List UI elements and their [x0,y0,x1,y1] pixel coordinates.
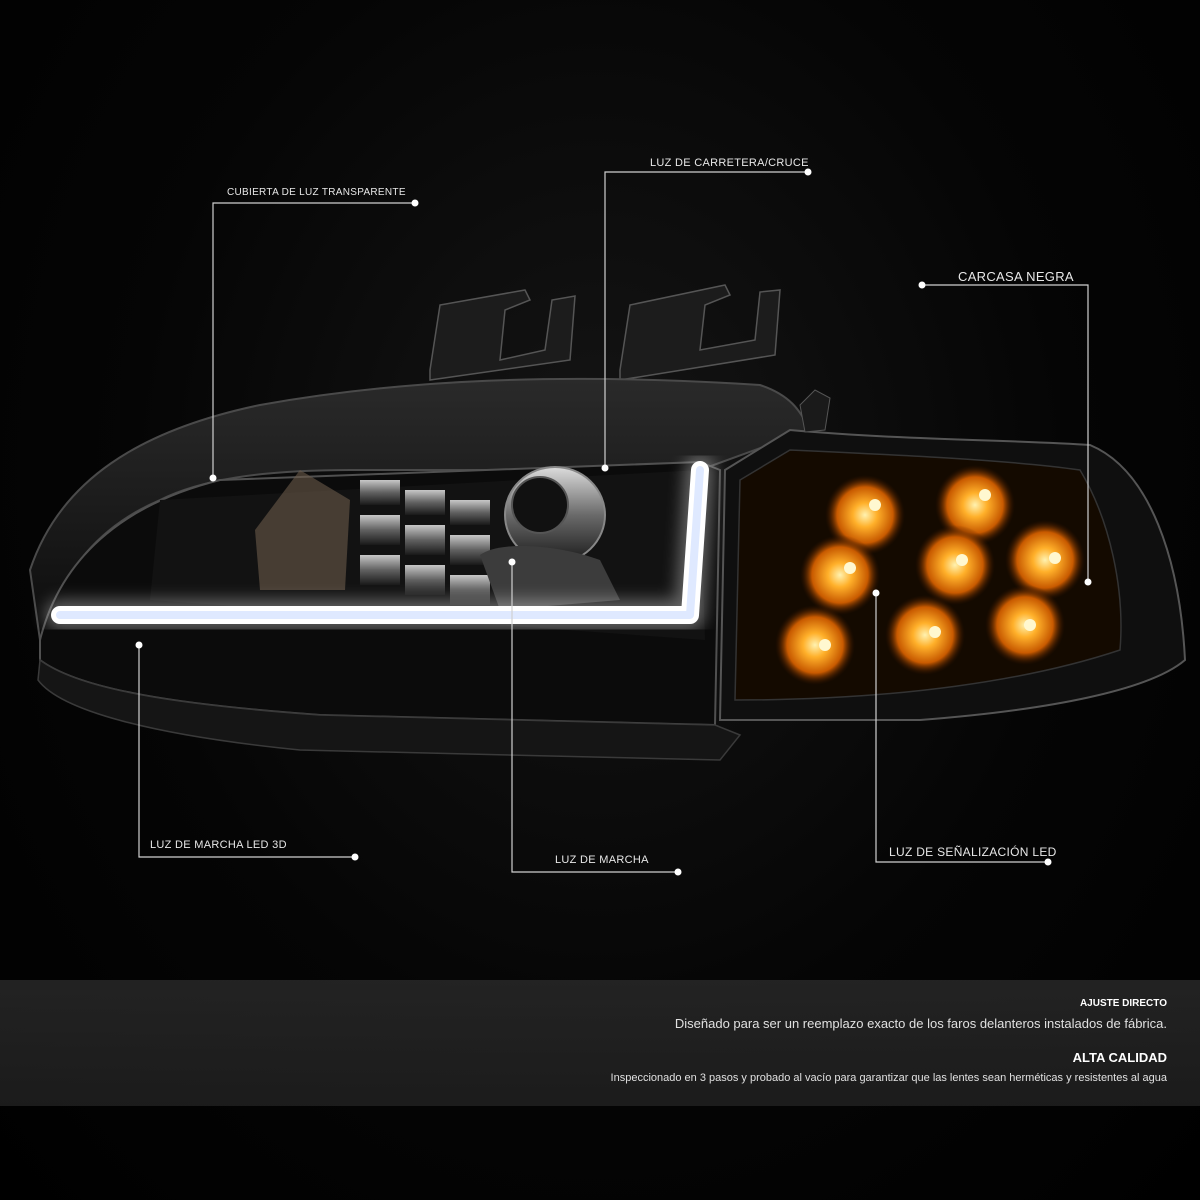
callout-black-housing: CARCASA NEGRA [958,269,1074,284]
feature-text-direct-fit: Diseñado para ser un reemplazo exacto de… [674,1016,1167,1031]
callout-led-drl-3d: LUZ DE MARCHA LED 3D [150,839,287,851]
callout-high-low-beam: LUZ DE CARRETERA/CRUCE [650,157,809,169]
corner-signal-lamp [718,389,1187,721]
callout-lines [138,171,1089,873]
mounting-tabs [429,284,781,381]
feature-heading-direct-fit: AJUSTE DIRECTO [1079,998,1167,1009]
amber-led-cluster [775,465,1085,685]
callout-dots [135,168,1092,876]
drl-light-bar [45,455,715,630]
callout-clear-cover: CUBIERTA DE LUZ TRANSPARENTE [227,187,406,198]
callout-running-light: LUZ DE MARCHA [555,854,649,866]
feature-info-band: AJUSTE DIRECTO Diseñado para ser un reem… [0,980,1200,1106]
feature-text-high-quality: Inspeccionado en 3 pasos y probado al va… [610,1072,1167,1084]
feature-heading-high-quality: ALTA CALIDAD [1072,1050,1167,1065]
main-housing [28,377,812,761]
callout-led-signal: LUZ DE SEÑALIZACIÓN LED [889,845,1057,859]
